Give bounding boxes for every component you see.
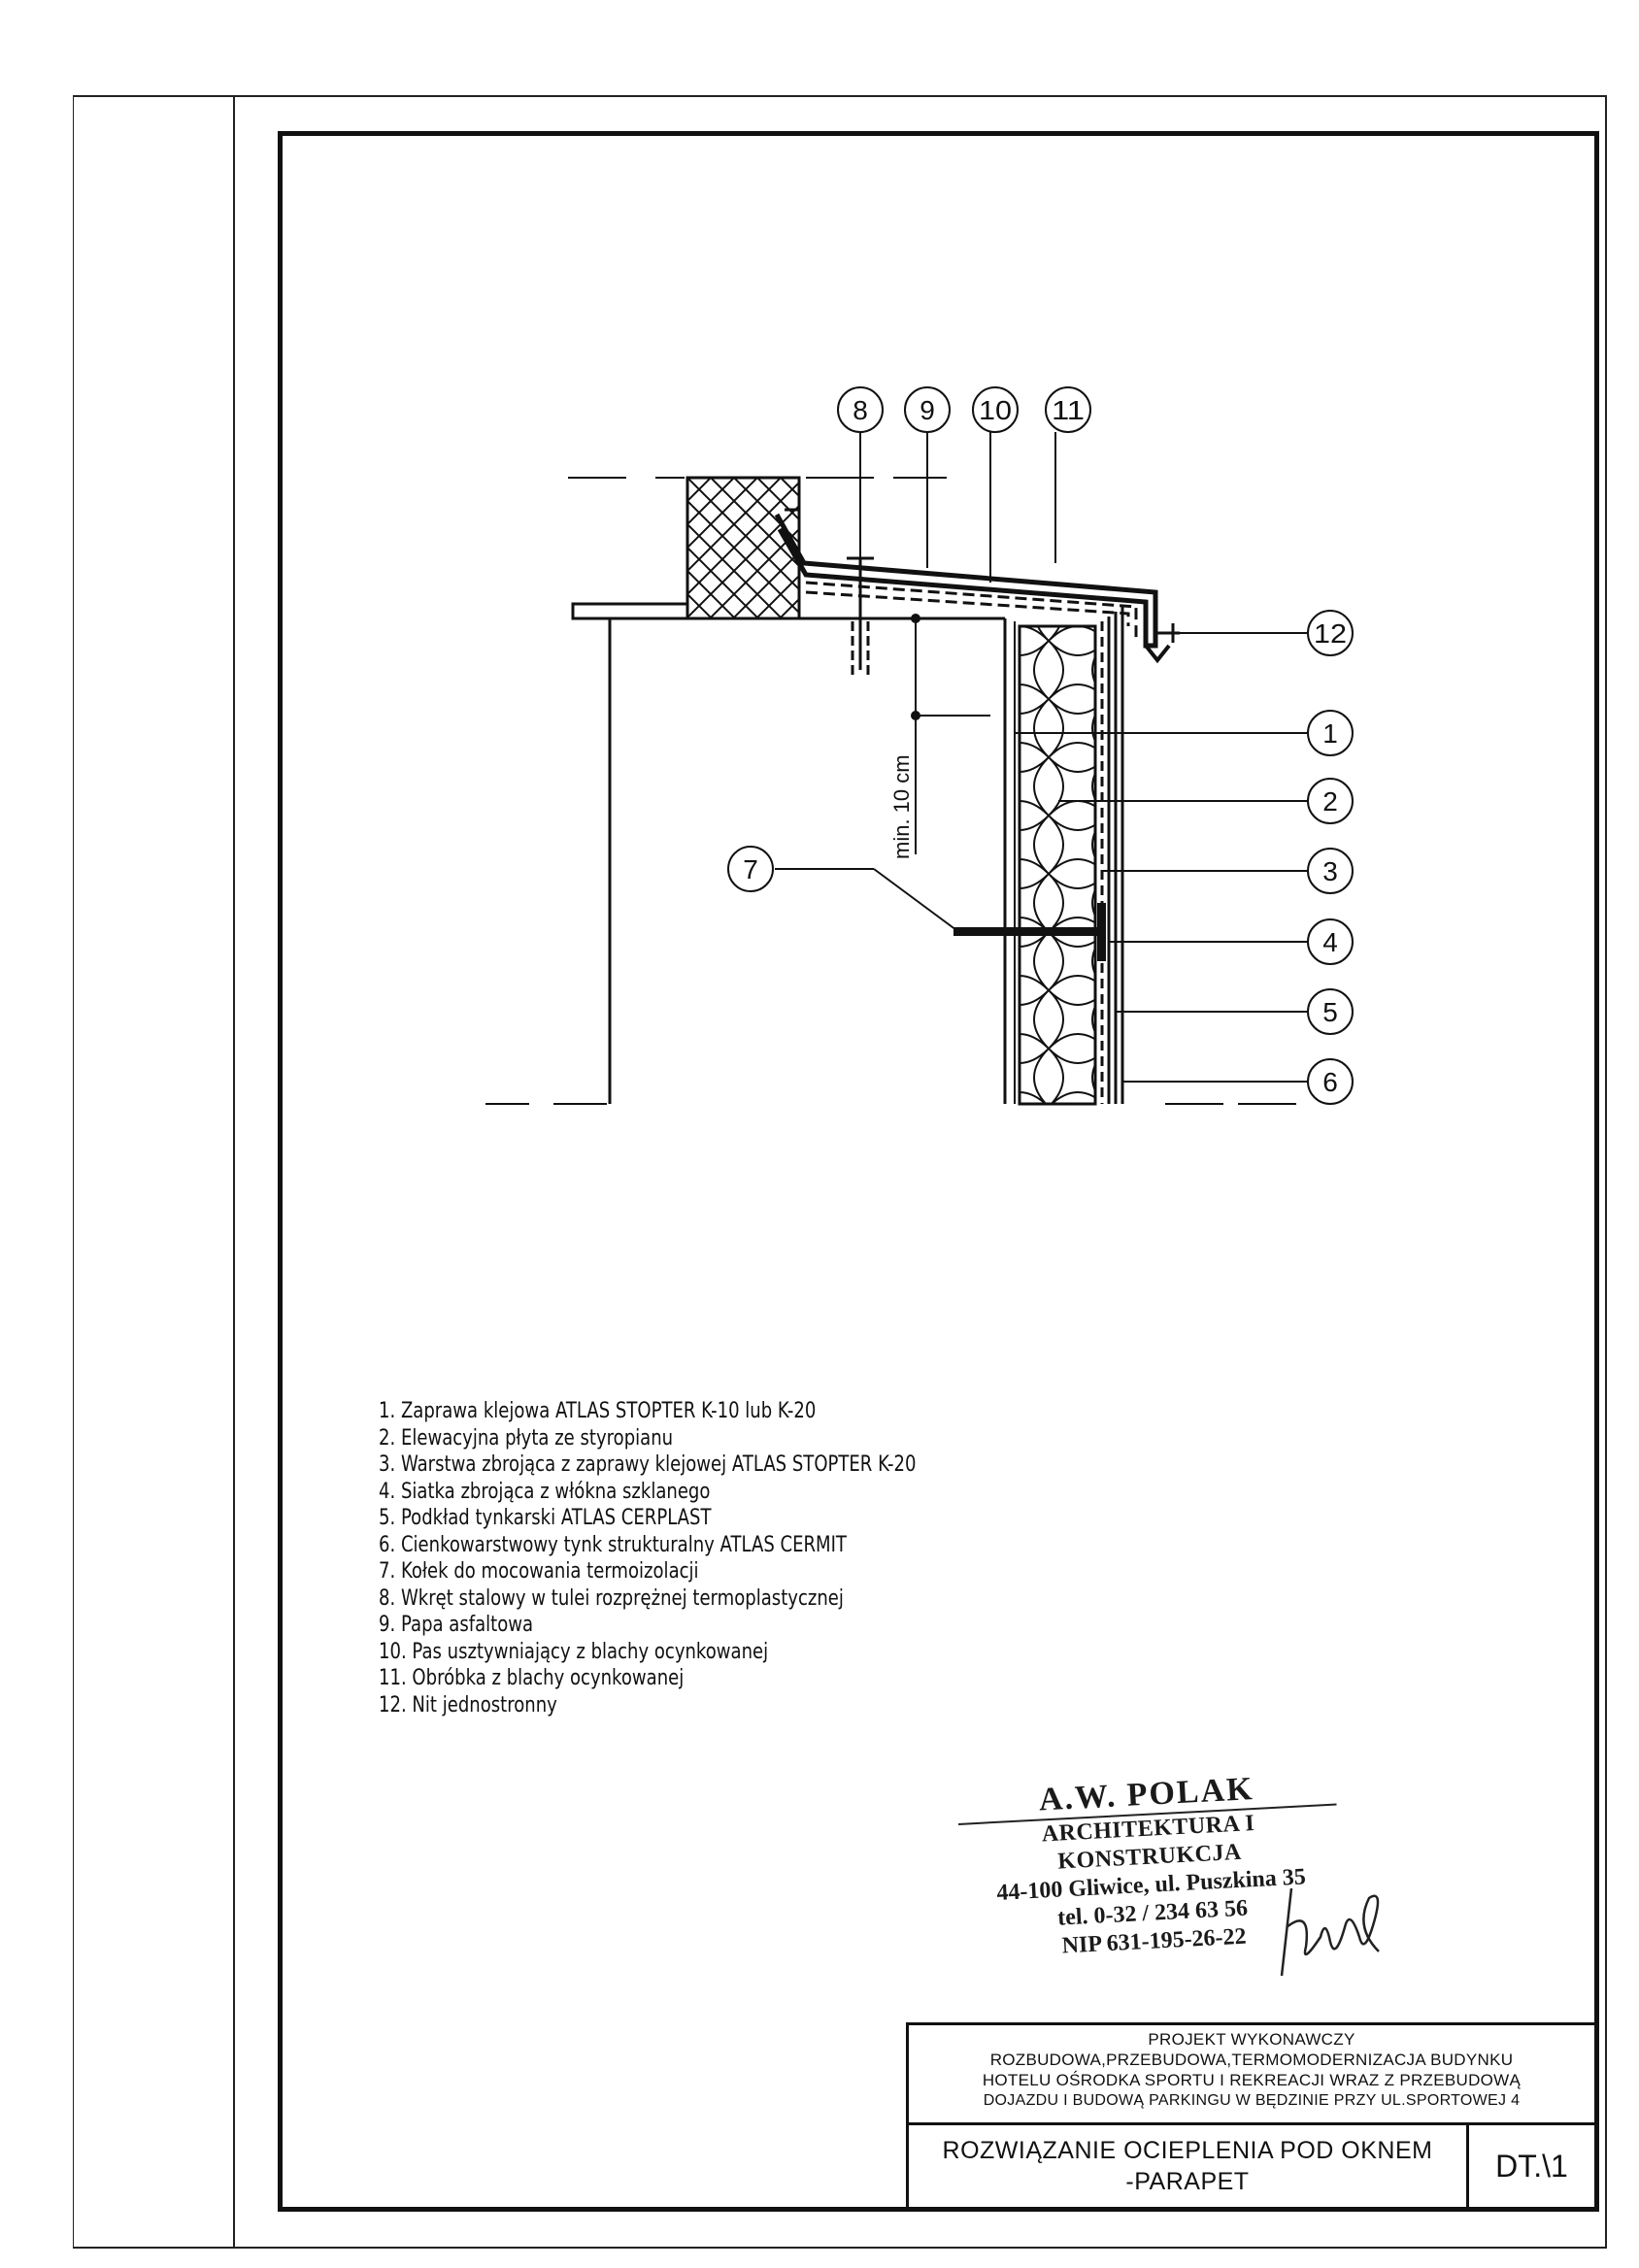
- anchor-dowel: [953, 903, 1106, 961]
- callout-12: 12: [1314, 618, 1347, 649]
- axis-lines: [485, 477, 1296, 1105]
- callout-circle-7: [727, 846, 774, 892]
- sheet-right-line: [1605, 95, 1607, 2249]
- callout-5: 5: [1322, 997, 1338, 1027]
- callout-circle-8: [837, 386, 884, 433]
- callout-2: 2: [1322, 786, 1338, 817]
- legend-item: 1. Zaprawa klejowa ATLAS STOPTER K-10 lu…: [379, 1399, 817, 1423]
- callout-11: 11: [1052, 395, 1085, 425]
- legend-item: 6. Cienkowarstwowy tynk strukturalny ATL…: [379, 1532, 847, 1557]
- callout-10: 10: [979, 395, 1012, 425]
- legend-item: 5. Podkład tynkarski ATLAS CERPLAST: [379, 1506, 712, 1530]
- callout-3: 3: [1322, 856, 1338, 886]
- legend-item: 11. Obróbka z blachy ocynkowanej: [379, 1666, 685, 1690]
- legend-item: 8. Wkręt stalowy w tulei rozprężnej term…: [379, 1585, 844, 1611]
- callout-circle-11: [1045, 386, 1091, 433]
- sheet-left-margin-line: [233, 95, 235, 2249]
- callout-circle-10: [972, 386, 1019, 433]
- legend-item: 2. Elewacyjna płyta ze styropianu: [379, 1425, 674, 1451]
- legend-item: 9. Papa asfaltowa: [379, 1613, 534, 1637]
- callout-circle-12: [1307, 610, 1354, 656]
- dimension-label: min. 10 cm: [889, 754, 914, 859]
- callout-6: 6: [1322, 1067, 1338, 1097]
- inner-sill: [571, 602, 689, 620]
- callout-leaders: [775, 432, 1311, 1083]
- callout-9: 9: [920, 395, 935, 425]
- callout-7: 7: [743, 854, 758, 884]
- legend-item: 12. Nit jednostronny: [379, 1692, 557, 1718]
- callout-circle-1: [1307, 710, 1354, 756]
- sill-flashing: [774, 513, 1158, 649]
- rivet: [1155, 623, 1180, 643]
- drawing-frame: [278, 131, 1599, 2212]
- legend-item: 10. Pas usztywniający z blachy ocynkowan…: [379, 1639, 769, 1664]
- callout-circle-5: [1307, 988, 1354, 1035]
- screw: [847, 556, 874, 675]
- legend-item: 4. Siatka zbrojąca z włókna szklanego: [379, 1479, 711, 1504]
- callout-circle-9: [904, 386, 951, 433]
- sheet-title-line1: ROZWIĄZANIE OCIEPLENIA POD OKNEM: [942, 2137, 1433, 2164]
- signature-mark: [1280, 1887, 1380, 1977]
- title-block: PROJEKT WYKONAWCZY ROZBUDOWA,PRZEBUDOWA,…: [906, 2022, 1594, 2207]
- callout-circle-4: [1307, 918, 1354, 965]
- project-line-3: DOJAZDU I BUDOWĄ PARKINGU W BĘDZINIE PRZ…: [983, 2092, 1521, 2109]
- project-description: PROJEKT WYKONAWCZY ROZBUDOWA,PRZEBUDOWA,…: [909, 2025, 1594, 2125]
- callout-4: 4: [1322, 927, 1338, 957]
- window-frame-block: [686, 476, 801, 620]
- sheet-title-line2: -PARAPET: [1125, 2168, 1250, 2195]
- legend-list: 1. Zaprawa klejowa ATLAS STOPTER K-10 lu…: [379, 1398, 916, 1718]
- project-line-2: HOTELU OŚRODKA SPORTU I REKREACJI WRAZ Z…: [982, 2071, 1522, 2089]
- callout-circle-2: [1307, 778, 1354, 824]
- sheet-bottom-line: [73, 2247, 1607, 2249]
- wall-body: [608, 617, 1007, 1104]
- callout-circle-3: [1307, 848, 1354, 894]
- callout-1: 1: [1322, 718, 1338, 749]
- callout-circle-6: [1307, 1058, 1354, 1105]
- legend-item: 3. Warstwa zbrojąca z zaprawy klejowej A…: [379, 1452, 917, 1477]
- legend-item: 7. Kołek do mocowania termoizolacji: [379, 1559, 699, 1584]
- dimension-line: [911, 614, 1000, 854]
- sheet-top-line: [73, 95, 1607, 97]
- project-line-1: ROZBUDOWA,PRZEBUDOWA,TERMOMODERNIZACJA B…: [989, 2051, 1514, 2069]
- sheet-far-left-line: [73, 95, 74, 2249]
- sheet-title: ROZWIĄZANIE OCIEPLENIA POD OKNEM -PARAPE…: [909, 2125, 1469, 2207]
- sheet-code: DT.\1: [1495, 2149, 1568, 2184]
- project-type: PROJEKT WYKONAWCZY: [1148, 2030, 1355, 2049]
- insulation-board: [1018, 624, 1097, 1106]
- callout-8: 8: [853, 395, 868, 425]
